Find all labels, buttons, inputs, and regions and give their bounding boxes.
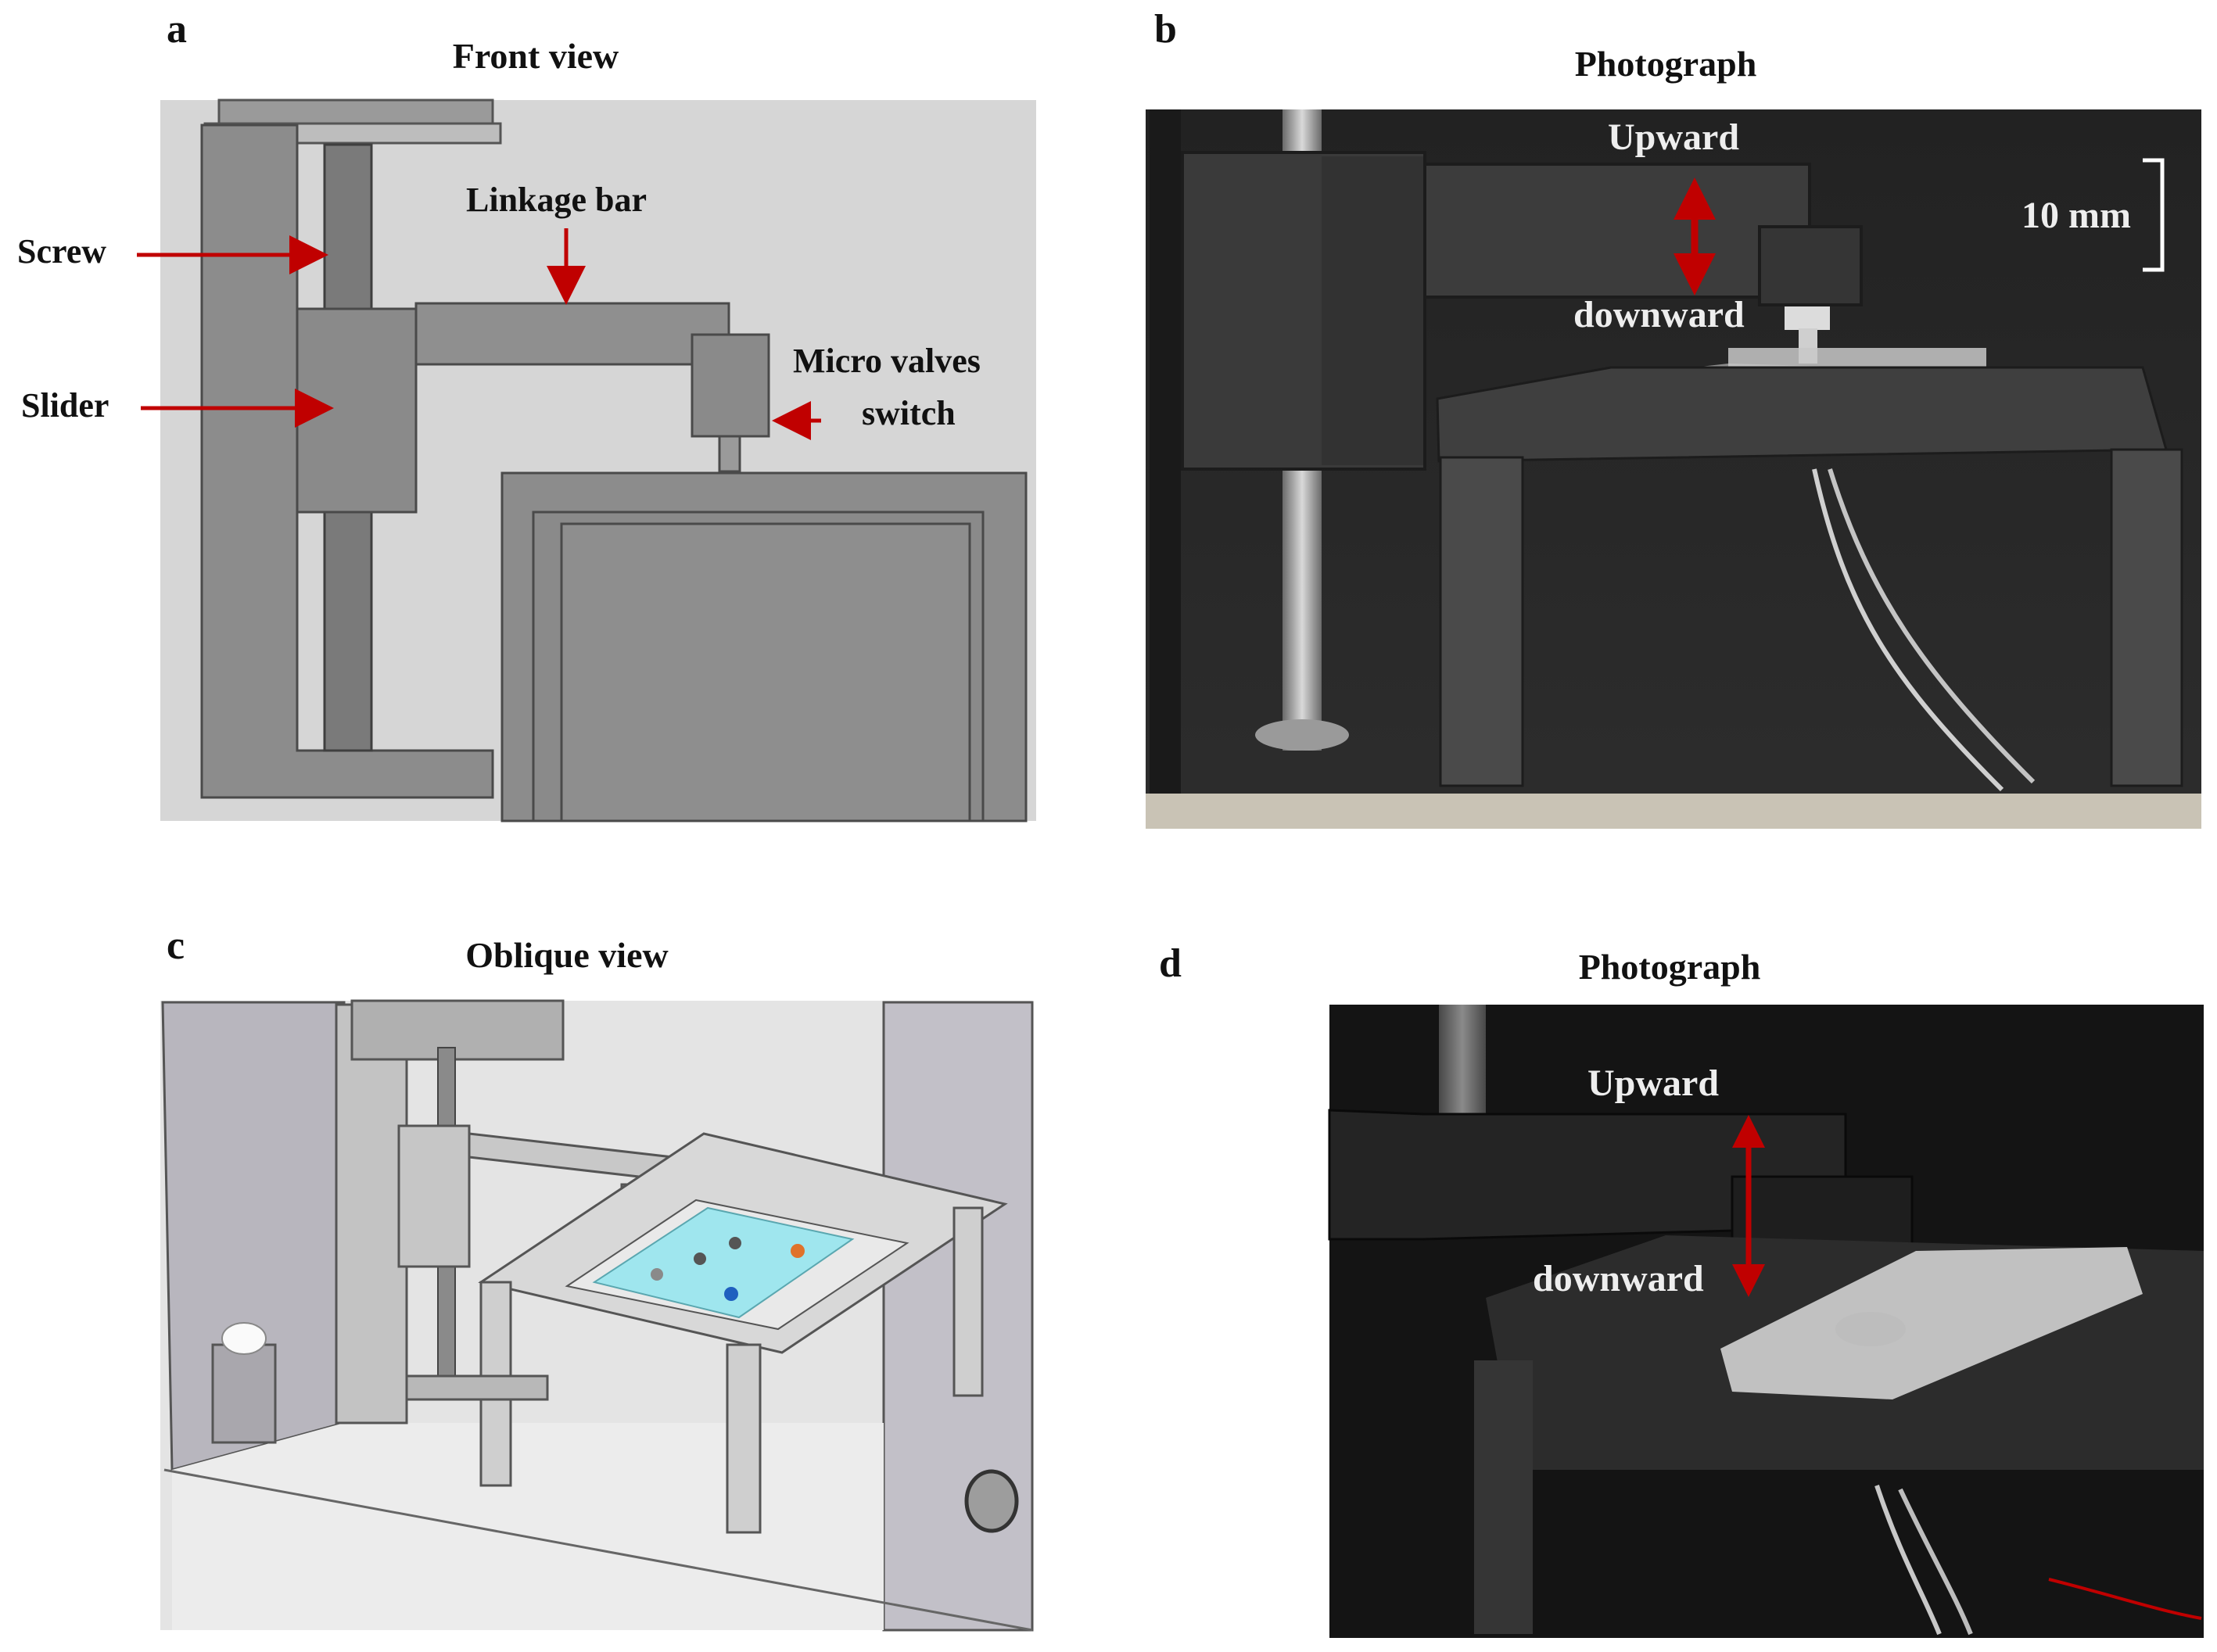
panel-d-letter: d xyxy=(1159,941,1182,986)
switch-label: switch xyxy=(862,394,956,432)
downward-label-b: downward xyxy=(1573,294,1745,335)
upward-label-b: Upward xyxy=(1608,116,1740,158)
panel-b-photo xyxy=(1146,109,2201,829)
panel-d-photo xyxy=(1328,1005,2204,1638)
panel-c-drawing xyxy=(160,999,1034,1632)
panel-c-letter: c xyxy=(167,923,185,968)
micro-valves-label: Micro valves xyxy=(793,342,981,380)
panel-a-drawing xyxy=(137,99,1036,822)
upward-label-d: Upward xyxy=(1587,1063,1720,1104)
scale-bar-label: 10 mm xyxy=(2021,195,2131,236)
slider-label: Slider xyxy=(21,386,109,425)
panel-b-letter: b xyxy=(1154,7,1177,52)
panel-d-title: Photograph xyxy=(1578,947,1761,987)
linkage-bar-label: Linkage bar xyxy=(466,181,648,219)
panel-a-title: Front view xyxy=(452,36,619,76)
downward-label-d: downward xyxy=(1533,1258,1704,1299)
panel-c-title: Oblique view xyxy=(465,935,669,975)
panel-a-letter: a xyxy=(167,7,187,52)
screw-label: Screw xyxy=(17,232,107,271)
panel-b-title: Photograph xyxy=(1574,44,1757,84)
